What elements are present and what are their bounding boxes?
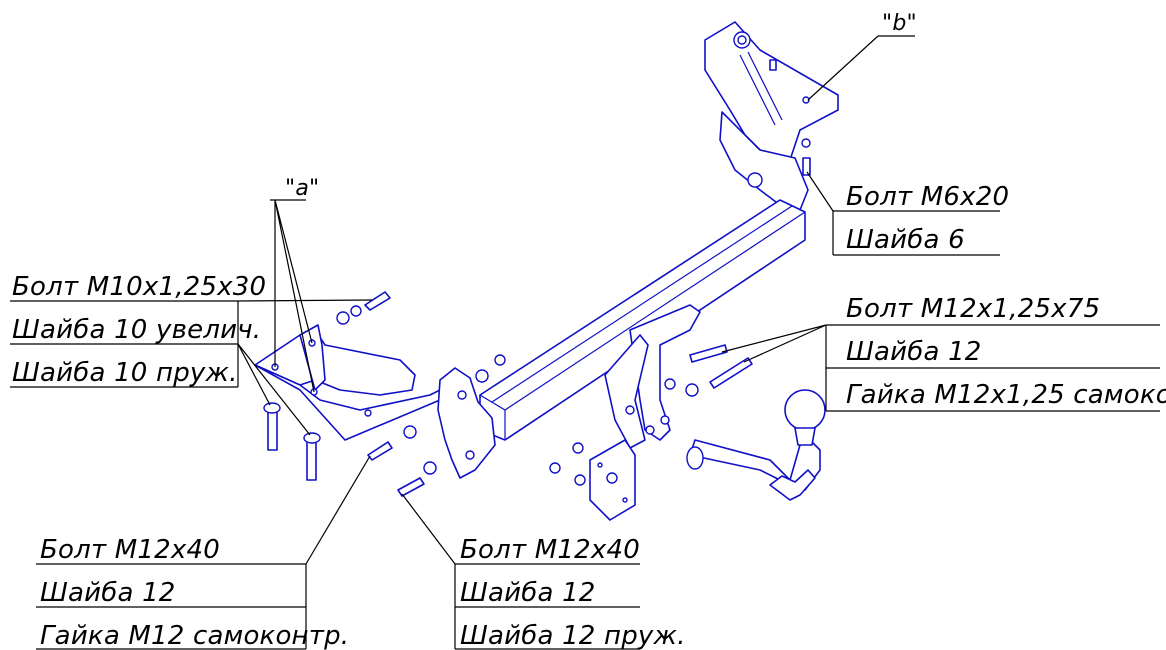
- callout-a: "a": [270, 176, 319, 393]
- leaders-left-upper: [237, 299, 373, 436]
- label-washer-10-spring: Шайба 10 пруж.: [12, 358, 238, 388]
- tow-ball: [686, 389, 826, 501]
- label-group-bottom-mid: Болт M12x40 Шайба 12 Шайба 12 пруж.: [401, 493, 686, 650]
- label-bolt-m12x40-b: Болт M12x40: [460, 535, 640, 565]
- label-nut-m12x125: Гайка M12x1,25 самоконтр.: [846, 380, 1166, 410]
- label-group-mid-right: Болт M12x1,25x75 Шайба 12 Гайка M12x1,25…: [721, 294, 1166, 412]
- hitch-mount: [604, 304, 701, 449]
- leaders-mid-right: [721, 324, 827, 363]
- leader-bottom-left: [305, 455, 371, 565]
- flange-plate: [437, 367, 496, 479]
- label-washer-10-enlarged: Шайба 10 увелич.: [12, 315, 261, 345]
- label-washer-12-a: Шайба 12: [40, 578, 176, 608]
- label-group-left-upper: Болт M10x1,25x30 Шайба 10 увелич. Шайба …: [10, 272, 373, 436]
- leader-bottom-mid: [401, 493, 456, 565]
- callout-a-label: "a": [285, 176, 319, 201]
- left-bracket: [254, 324, 471, 441]
- fasteners: [263, 138, 811, 497]
- label-bolt-m12x40-a: Болт M12x40: [40, 535, 220, 565]
- callout-b: "b": [807, 11, 917, 101]
- callout-a-leaders: [274, 199, 315, 393]
- socket-plate: [589, 439, 636, 521]
- label-washer-12-spring: Шайба 12 пруж.: [460, 621, 686, 650]
- label-group-bottom-left: Болт M12x40 Шайба 12 Гайка M12 самоконтр…: [36, 455, 371, 650]
- leader-top-right: [806, 171, 834, 212]
- label-washer-12-b: Шайба 12: [460, 578, 596, 608]
- label-bolt-m10: Болт M10x1,25x30: [12, 272, 266, 302]
- towbar-assembly: [254, 21, 839, 521]
- right-bracket: [704, 21, 839, 211]
- callout-b-label: "b": [882, 11, 917, 36]
- label-bolt-m12x75: Болт M12x1,25x75: [846, 294, 1100, 324]
- label-group-top-right: Болт M6x20 Шайба 6: [806, 171, 1009, 256]
- label-bolt-m6: Болт M6x20: [846, 182, 1009, 212]
- label-washer-12: Шайба 12: [846, 337, 982, 367]
- label-nut-m12: Гайка M12 самоконтр.: [40, 621, 349, 650]
- label-washer-6: Шайба 6: [846, 225, 965, 255]
- callout-b-leader: [807, 35, 879, 101]
